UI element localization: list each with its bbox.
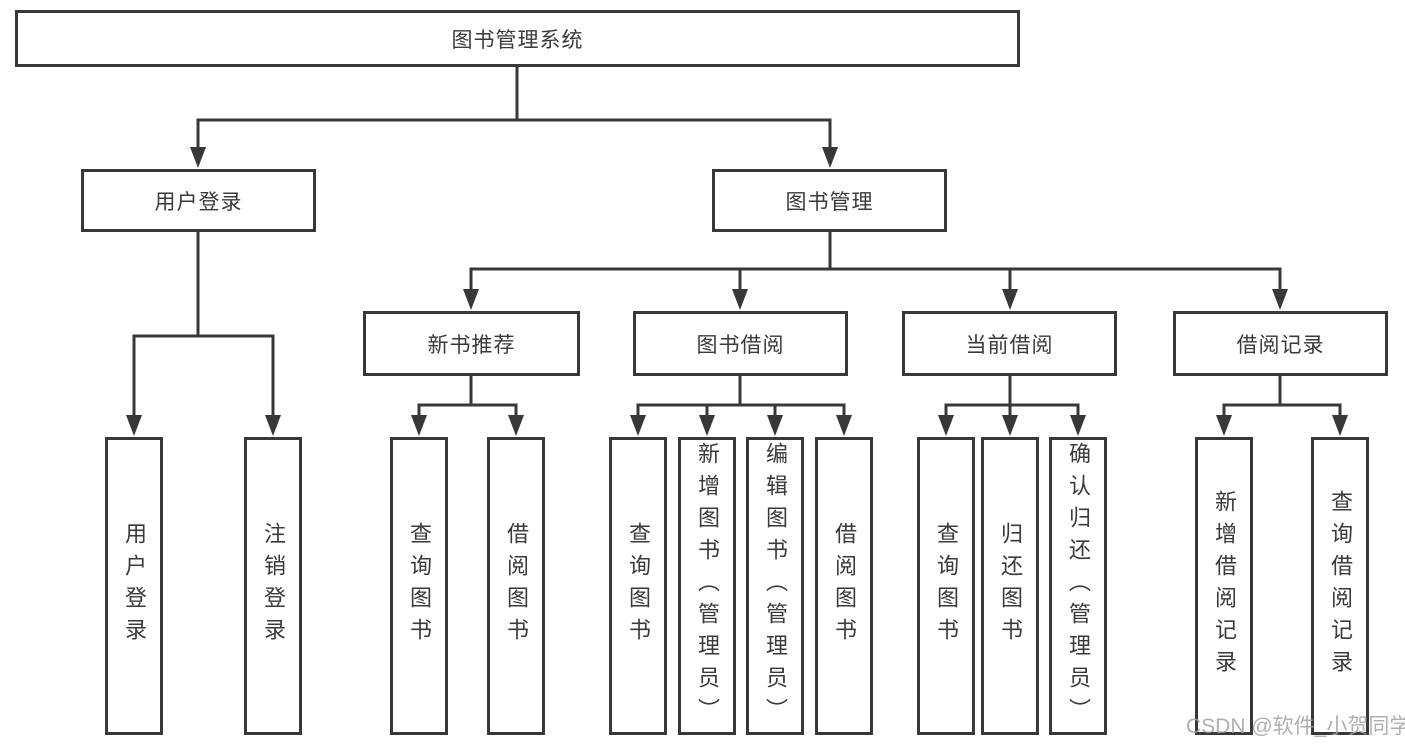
node-label: 当前借阅 xyxy=(965,333,1054,357)
arrow-down-icon xyxy=(1216,415,1232,436)
arrow-down-icon xyxy=(463,289,479,310)
arrow-down-icon xyxy=(836,415,852,436)
arrow-down-icon xyxy=(1070,415,1086,436)
arrow-down-icon xyxy=(767,415,783,436)
leaf-label: 查询图书 xyxy=(407,522,432,650)
connector-arrowheads xyxy=(126,147,1348,436)
connector-lines xyxy=(132,66,1342,418)
leaf-query-borrow-record: 查询借阅记录 xyxy=(1311,437,1369,735)
arrow-down-icon xyxy=(630,415,646,436)
node-current-borrowing: 当前借阅 xyxy=(902,311,1117,376)
node-label: 用户登录 xyxy=(154,190,243,214)
arrow-down-icon xyxy=(699,415,715,436)
leaf-query-books: 查询图书 xyxy=(917,437,975,735)
leaf-edit-books-admin: 编辑图书（管理员） xyxy=(746,437,804,735)
node-book-management: 图书管理 xyxy=(712,169,947,232)
node-user-login: 用户登录 xyxy=(81,169,316,232)
node-book-borrowing: 图书借阅 xyxy=(633,311,848,376)
arrow-down-icon xyxy=(265,415,281,436)
arrow-down-icon xyxy=(411,415,427,436)
leaf-borrow-books: 借阅图书 xyxy=(815,437,873,735)
node-borrowing-records: 借阅记录 xyxy=(1173,311,1388,376)
leaf-label: 借阅图书 xyxy=(504,522,529,650)
node-label: 借阅记录 xyxy=(1236,333,1325,357)
leaf-label: 新增图书（管理员） xyxy=(695,442,720,730)
leaf-label: 借阅图书 xyxy=(832,522,857,650)
node-new-book-recommendation: 新书推荐 xyxy=(363,311,580,376)
leaf-borrow-books: 借阅图书 xyxy=(487,437,545,735)
leaf-query-books: 查询图书 xyxy=(390,437,448,735)
arrow-down-icon xyxy=(938,415,954,436)
leaf-label: 查询借阅记录 xyxy=(1328,490,1353,682)
leaf-label: 编辑图书（管理员） xyxy=(763,442,788,730)
leaf-label: 归还图书 xyxy=(998,522,1023,650)
arrow-down-icon xyxy=(1002,415,1018,436)
node-library-management-system: 图书管理系统 xyxy=(15,10,1020,67)
node-label: 图书借阅 xyxy=(696,333,785,357)
leaf-confirm-return-admin: 确认归还（管理员） xyxy=(1049,437,1107,735)
arrow-down-icon xyxy=(190,147,206,168)
arrow-down-icon xyxy=(1332,415,1348,436)
leaf-label: 用户登录 xyxy=(122,522,147,650)
leaf-label: 查询图书 xyxy=(934,522,959,650)
leaf-label: 新增借阅记录 xyxy=(1212,490,1237,682)
leaf-add-books-admin: 新增图书（管理员） xyxy=(678,437,736,735)
leaf-label: 查询图书 xyxy=(626,522,651,650)
arrow-down-icon xyxy=(508,415,524,436)
node-label: 图书管理系统 xyxy=(451,28,584,52)
node-label: 图书管理 xyxy=(785,190,874,214)
leaf-user-login: 用户登录 xyxy=(105,437,163,735)
arrow-down-icon xyxy=(1272,289,1288,310)
leaf-return-books: 归还图书 xyxy=(981,437,1039,735)
node-label: 新书推荐 xyxy=(427,333,516,357)
leaf-query-books: 查询图书 xyxy=(609,437,667,735)
arrow-down-icon xyxy=(126,415,142,436)
watermark: CSDN @软件_小贺同学 xyxy=(1186,715,1405,738)
leaf-logout: 注销登录 xyxy=(244,437,302,735)
leaf-add-borrow-record: 新增借阅记录 xyxy=(1195,437,1253,735)
arrow-down-icon xyxy=(1002,289,1018,310)
arrow-down-icon xyxy=(822,147,838,168)
leaf-label: 确认归还（管理员） xyxy=(1066,442,1091,730)
leaf-label: 注销登录 xyxy=(261,522,286,650)
arrow-down-icon xyxy=(732,289,748,310)
